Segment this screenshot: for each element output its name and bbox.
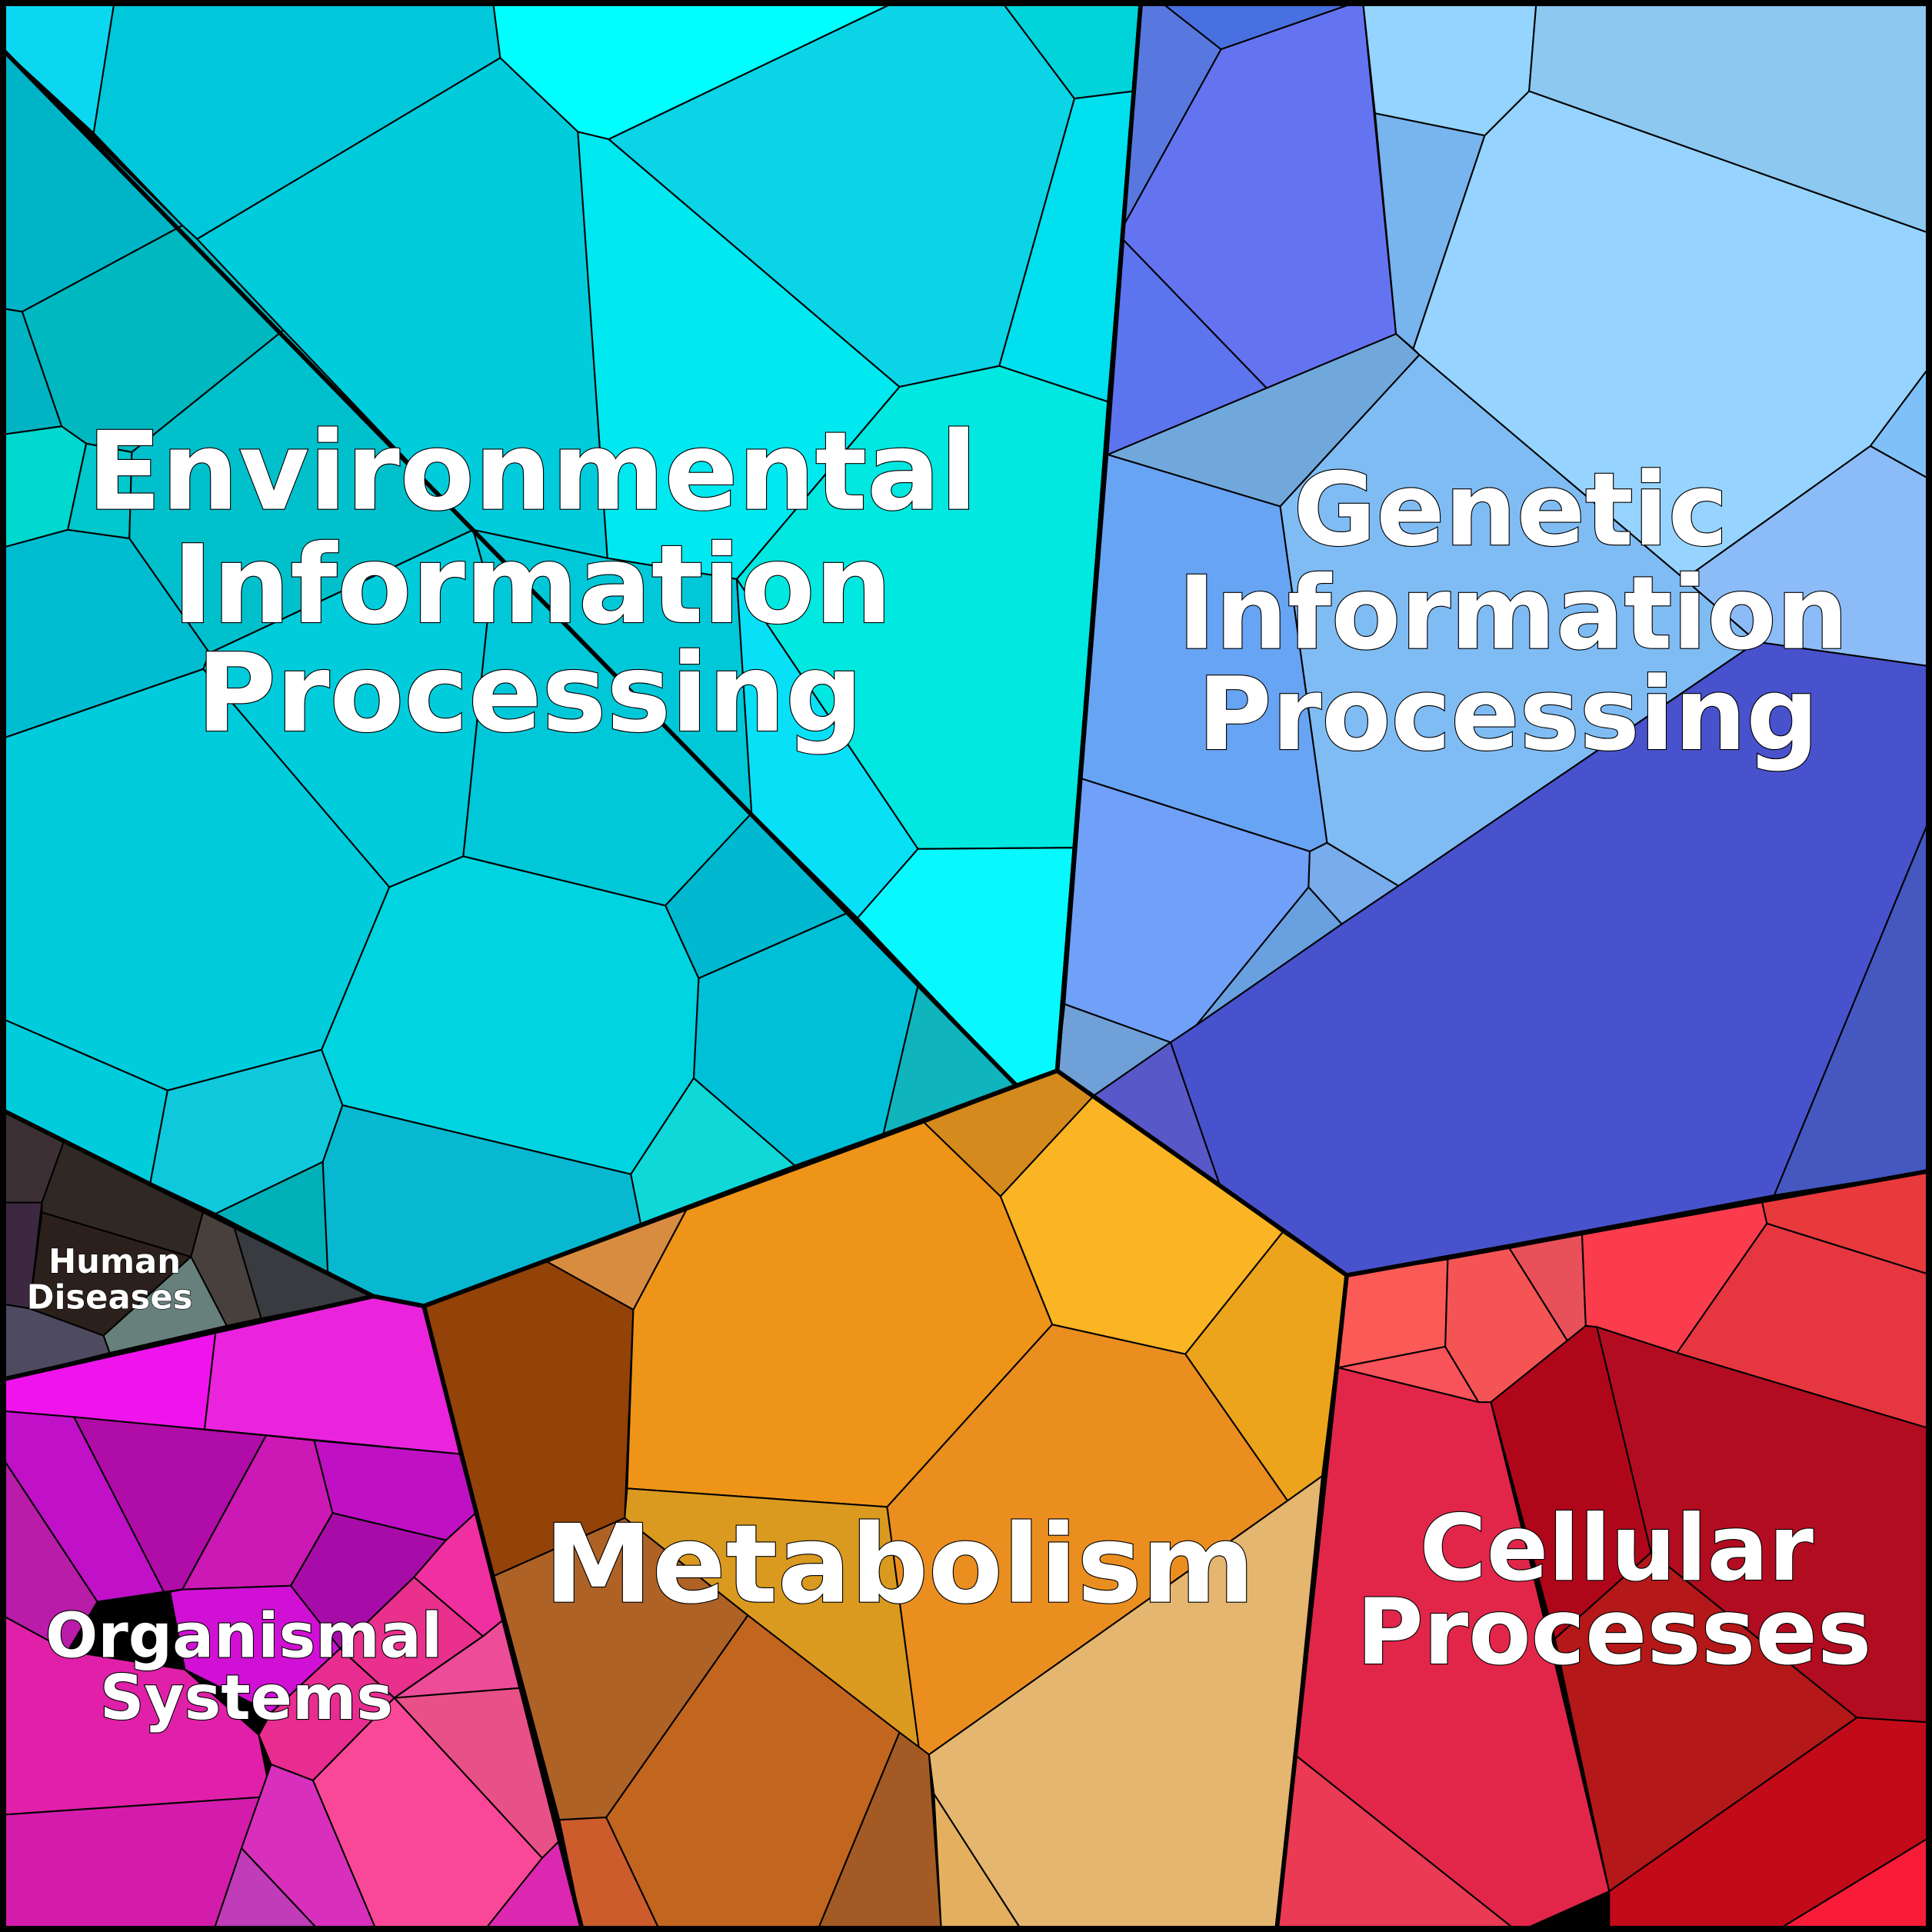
label-cellular-1: Cellular [1420, 1495, 1814, 1601]
cell-genetic [1528, 0, 1932, 235]
region-organismal [0, 1294, 585, 1932]
cell-human-diseases [0, 1302, 111, 1381]
label-environmental-2: Information [172, 522, 891, 648]
cell-organismal [212, 1847, 321, 1932]
subgroup-divider [0, 45, 1018, 1088]
cell-metabolism [816, 1731, 943, 1932]
label-metabolism: Metabolism [545, 1502, 1255, 1628]
cell-cellular [1676, 1222, 1932, 1431]
labels-layer: Environmental Information Processing Gen… [26, 408, 1873, 1734]
label-environmental-3: Processing [197, 631, 863, 757]
cell-metabolism [605, 1614, 901, 1932]
label-human-diseases-1: Human [48, 1243, 181, 1281]
region-cellular [1274, 1168, 1932, 1932]
label-human-diseases-2: Diseases [27, 1278, 193, 1317]
label-environmental-1: Environmental [87, 409, 977, 535]
cell-organismal [0, 1795, 272, 1932]
cell-organismal [240, 1764, 378, 1932]
label-genetic-1: Genetic [1293, 451, 1727, 568]
label-cellular-2: Processes [1357, 1579, 1872, 1685]
cell-cellular [1773, 1834, 1932, 1932]
label-organismal-2: Systems [100, 1662, 393, 1734]
label-genetic-3: Processing [1198, 655, 1818, 773]
cell-cellular [1608, 1717, 1932, 1932]
label-organismal-1: Organismal [45, 1601, 442, 1672]
cell-organismal [481, 1838, 584, 1932]
cell-organismal [0, 1410, 165, 1603]
label-genetic-2: Information [1178, 555, 1848, 672]
cell-metabolism [933, 1793, 1024, 1932]
cell-environmental [630, 1077, 796, 1224]
